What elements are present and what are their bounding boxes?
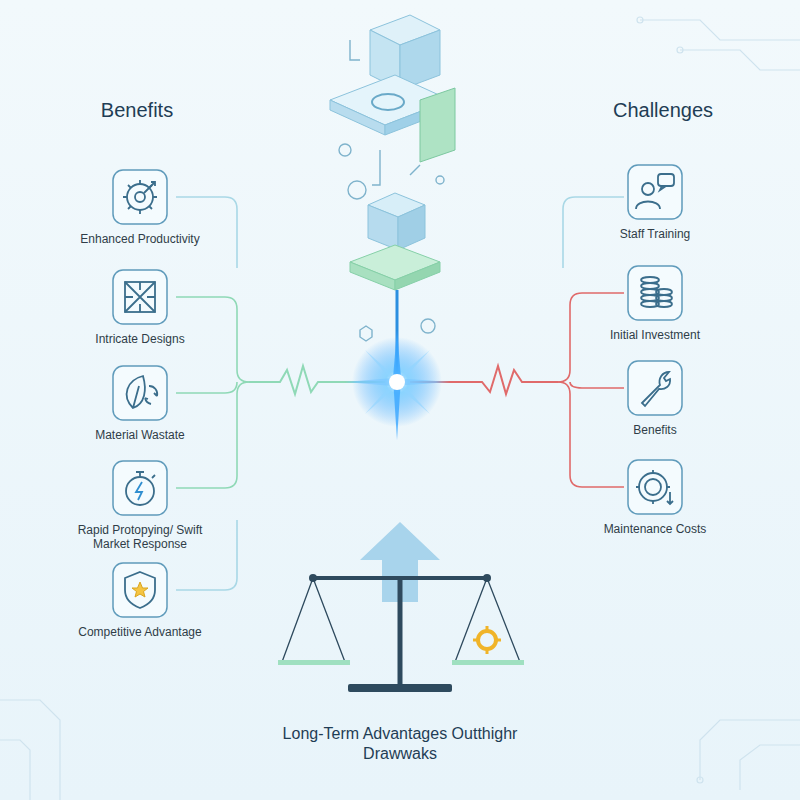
energy-spark xyxy=(345,330,450,440)
icon-symbol xyxy=(636,470,673,504)
icon-node: Enhanced Productivity xyxy=(76,168,204,246)
icon-frame xyxy=(113,461,167,515)
icon xyxy=(111,561,169,619)
column-heading: Benefits xyxy=(101,99,173,122)
icon-symbol xyxy=(642,372,670,406)
isometric-blocks xyxy=(330,15,455,375)
icon-symbol xyxy=(125,572,155,608)
icon-symbol xyxy=(636,174,674,209)
node-label: Benefits xyxy=(626,423,684,437)
icon xyxy=(111,364,169,422)
icon-node: Competitive Advantage xyxy=(74,561,206,639)
icon-frame xyxy=(113,563,167,617)
icon-node: Material Wastate xyxy=(91,364,189,442)
node-label: Enhanced Productivity xyxy=(76,232,204,246)
icon-symbol xyxy=(123,180,157,214)
icon-symbol xyxy=(127,376,158,408)
icon-symbol xyxy=(125,282,155,312)
circuit-decoration xyxy=(0,17,800,800)
caption: Long-Term Advantages Outthighr Drawwaks xyxy=(250,724,550,764)
node-label: Competitive Advantage xyxy=(74,625,206,639)
icon-frame xyxy=(628,460,682,514)
icon xyxy=(626,264,684,322)
icon-node: Initial Investment xyxy=(606,264,705,342)
node-label: Maintenance Costs xyxy=(600,522,711,536)
column-heading: Challenges xyxy=(613,99,713,122)
icon-symbol xyxy=(126,472,155,505)
icon-node: Intricate Designs xyxy=(91,268,189,346)
icon xyxy=(626,458,684,516)
icon-frame xyxy=(628,361,682,415)
icon-frame xyxy=(113,366,167,420)
icon-node: Maintenance Costs xyxy=(600,458,711,536)
challenge-lines xyxy=(410,197,624,487)
balance-scale xyxy=(278,522,524,692)
node-label: Rapid Protopying/ Swift Market Response xyxy=(74,523,207,551)
icon xyxy=(626,163,684,221)
icon-node: Rapid Protopying/ Swift Market Response xyxy=(74,459,207,551)
icon xyxy=(111,268,169,326)
icon-frame xyxy=(113,270,167,324)
icon-frame xyxy=(628,165,682,219)
icon xyxy=(626,359,684,417)
icon-node: Benefits xyxy=(626,359,684,437)
icon-symbol xyxy=(641,277,672,307)
node-label: Staff Training xyxy=(616,227,695,241)
icon xyxy=(111,459,169,517)
icon-frame xyxy=(628,266,682,320)
icon-node: Staff Training xyxy=(616,163,695,241)
icon-frame xyxy=(113,170,167,224)
node-label: Intricate Designs xyxy=(91,332,189,346)
node-label: Material Wastate xyxy=(91,428,189,442)
node-label: Initial Investment xyxy=(606,328,705,342)
icon xyxy=(111,168,169,226)
